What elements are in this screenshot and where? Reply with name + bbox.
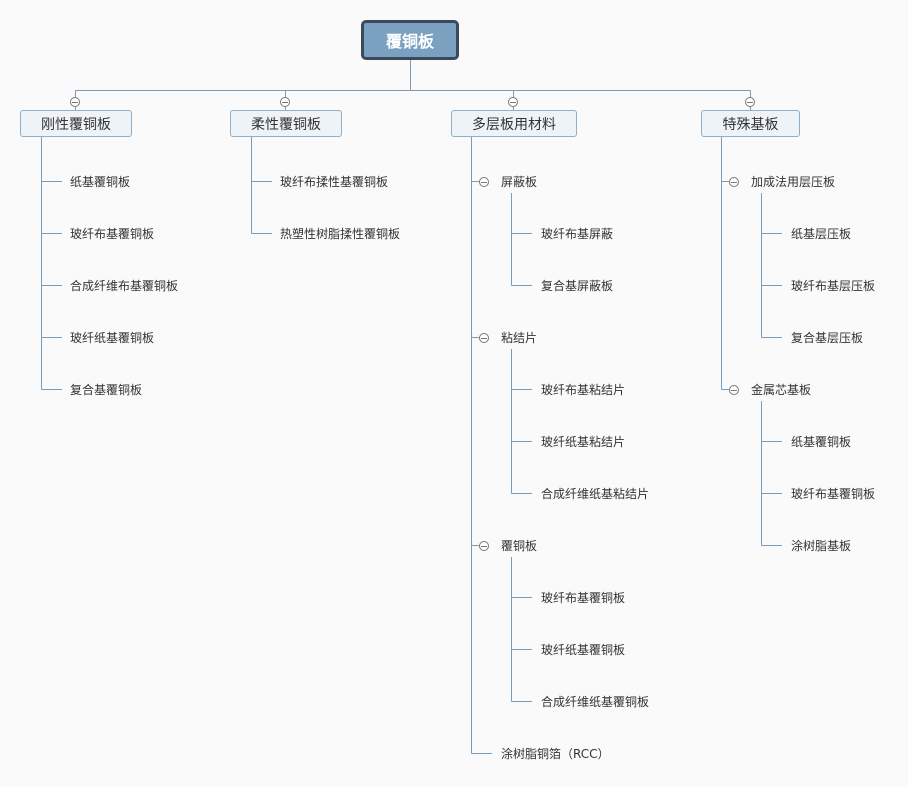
- category-node[interactable]: 多层板用材料: [451, 110, 577, 137]
- leaf-node[interactable]: 涂树脂基板: [791, 539, 852, 553]
- leaf-node[interactable]: 合成纤维纸基覆铜板: [541, 695, 650, 709]
- leaf-node[interactable]: 玻纤纸基覆铜板: [70, 331, 155, 345]
- leaf-node[interactable]: 涂树脂铜箔（RCC）: [501, 747, 610, 761]
- leaf-node[interactable]: 玻纤布基覆铜板: [791, 487, 876, 501]
- collapse-toggle-icon[interactable]: [280, 97, 290, 107]
- leaf-node[interactable]: 复合基覆铜板: [70, 383, 143, 397]
- category-node[interactable]: 特殊基板: [701, 110, 800, 137]
- leaf-node[interactable]: 玻纤纸基粘结片: [541, 435, 626, 449]
- category-node[interactable]: 柔性覆铜板: [230, 110, 342, 137]
- leaf-node[interactable]: 纸基覆铜板: [791, 435, 852, 449]
- leaf-node[interactable]: 玻纤纸基覆铜板: [541, 643, 626, 657]
- group-node[interactable]: 加成法用层压板: [751, 175, 836, 189]
- category-node[interactable]: 刚性覆铜板: [20, 110, 132, 137]
- leaf-node[interactable]: 复合基屏蔽板: [541, 279, 614, 293]
- collapse-toggle-icon[interactable]: [479, 541, 489, 551]
- group-node[interactable]: 粘结片: [501, 331, 538, 345]
- group-node[interactable]: 屏蔽板: [501, 175, 538, 189]
- collapse-toggle-icon[interactable]: [479, 333, 489, 343]
- leaf-node[interactable]: 纸基覆铜板: [70, 175, 131, 189]
- leaf-node[interactable]: 玻纤布基覆铜板: [70, 227, 155, 241]
- leaf-node[interactable]: 玻纤布基覆铜板: [541, 591, 626, 605]
- group-node[interactable]: 覆铜板: [501, 539, 538, 553]
- leaf-node[interactable]: 复合基层压板: [791, 331, 864, 345]
- leaf-node[interactable]: 合成纤维布基覆铜板: [70, 279, 179, 293]
- leaf-node[interactable]: 玻纤布基粘结片: [541, 383, 626, 397]
- leaf-node[interactable]: 纸基层压板: [791, 227, 852, 241]
- collapse-toggle-icon[interactable]: [729, 177, 739, 187]
- collapse-toggle-icon[interactable]: [745, 97, 755, 107]
- leaf-node[interactable]: 合成纤维纸基粘结片: [541, 487, 650, 501]
- collapse-toggle-icon[interactable]: [508, 97, 518, 107]
- collapse-toggle-icon[interactable]: [70, 97, 80, 107]
- leaf-node[interactable]: 玻纤布揉性基覆铜板: [280, 175, 389, 189]
- leaf-node[interactable]: 玻纤布基层压板: [791, 279, 876, 293]
- collapse-toggle-icon[interactable]: [479, 177, 489, 187]
- group-node[interactable]: 金属芯基板: [751, 383, 812, 397]
- leaf-node[interactable]: 玻纤布基屏蔽: [541, 227, 614, 241]
- collapse-toggle-icon[interactable]: [729, 385, 739, 395]
- leaf-node[interactable]: 热塑性树脂揉性覆铜板: [280, 227, 401, 241]
- root-node[interactable]: 覆铜板: [361, 20, 459, 60]
